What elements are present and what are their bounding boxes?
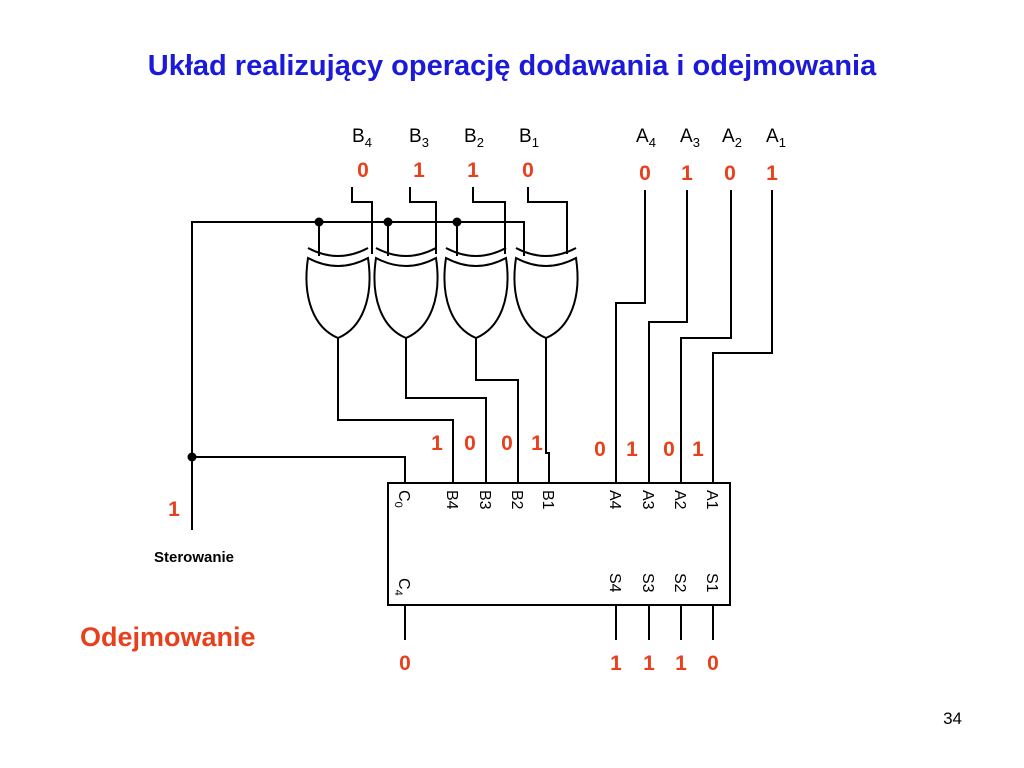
xor-output-wire [337,338,454,483]
operand-label-b3: B3 [409,126,429,150]
c0-wire [192,456,406,483]
xor-output-wire [545,338,550,483]
junction-dot [187,452,197,462]
wires [187,187,773,640]
input-bit-b4: 0 [357,159,369,182]
chip-pin-c0: C0 [392,490,412,508]
input-bit-a3: 1 [681,162,693,185]
chip-pin-c4: C4 [392,578,412,596]
operand-label-a3: A3 [680,126,700,150]
b-input-wire [472,187,506,254]
output-bit-s2: 1 [675,652,687,675]
output-bit-s4: 1 [610,652,622,675]
input-bit-b1: 0 [522,159,534,182]
junction-dot [314,217,324,227]
input-bit-a4: 0 [639,162,651,185]
chip-pin-b4: B4 [443,490,460,510]
chip-pin-a4: A4 [606,490,623,510]
input-bit-a2: 0 [724,162,736,185]
xor-gate-body [305,256,371,340]
chip-pin-a1: A1 [703,490,720,510]
input-bit-b3: 1 [413,159,425,182]
input-bit-b2: 1 [467,159,479,182]
b-input-wire [527,187,568,254]
operand-label-a4: A4 [636,126,656,150]
control-bus [191,221,525,530]
xor-gate-extra-arc [515,247,577,257]
a-input-wire [680,190,732,483]
adder-input-bit-b3: 0 [464,432,476,455]
control-bit: 1 [168,498,180,521]
output-bit-s3: 1 [643,652,655,675]
mode-label: Odejmowanie [80,622,256,652]
a-input-wire [648,190,688,483]
junction-dot [452,217,462,227]
chip-pin-s1: S1 [703,573,720,593]
xor-gate-body [513,256,579,340]
junction-dot [383,217,393,227]
adder-input-bit-b2: 0 [501,432,513,455]
operand-label-b1: B1 [519,126,539,150]
xor-output-wire [405,338,487,483]
adder-chip-body [387,482,731,606]
a-input-wire [615,190,646,483]
b-input-wire [409,187,437,254]
chip-pin-s4: S4 [606,573,623,593]
b-input-wire [351,187,373,254]
xor-output-wire [475,338,519,483]
a-input-wire [712,190,773,483]
xor-gate-body [443,256,509,340]
chip-pin-b2: B2 [508,490,525,510]
chip-pin-s2: S2 [671,573,688,593]
chip-pin-a2: A2 [671,490,688,510]
xor-gate-extra-arc [375,247,437,257]
chip-pin-s3: S3 [639,573,656,593]
output-bit-s1: 0 [707,652,719,675]
adder-input-bit-a2: 0 [663,438,675,461]
output-bit-c4: 0 [399,652,411,675]
control-label: Sterowanie [154,549,234,566]
adder-input-bit-a1: 1 [692,438,704,461]
operand-label-b2: B2 [464,126,484,150]
adder-input-bit-b4: 1 [431,432,443,455]
xor-gate-body [373,256,439,340]
input-bit-a1: 1 [766,162,778,185]
chip-pin-a3: A3 [639,490,656,510]
page-number: 34 [943,709,962,728]
xor-gate-extra-arc [445,247,507,257]
xor-gate-extra-arc [307,247,369,257]
operand-label-a1: A1 [766,126,786,150]
adder-input-bit-a4: 0 [594,438,606,461]
chip-pin-b3: B3 [476,490,493,510]
slide-title: Układ realizujący operację dodawania i o… [148,50,877,82]
chip-pin-b1: B1 [539,490,556,510]
adder-input-bit-a3: 1 [626,438,638,461]
xor-gates [305,247,579,340]
adder-input-bit-b1: 1 [531,432,543,455]
operand-label-a2: A2 [722,126,742,150]
operand-label-b4: B4 [352,126,372,150]
